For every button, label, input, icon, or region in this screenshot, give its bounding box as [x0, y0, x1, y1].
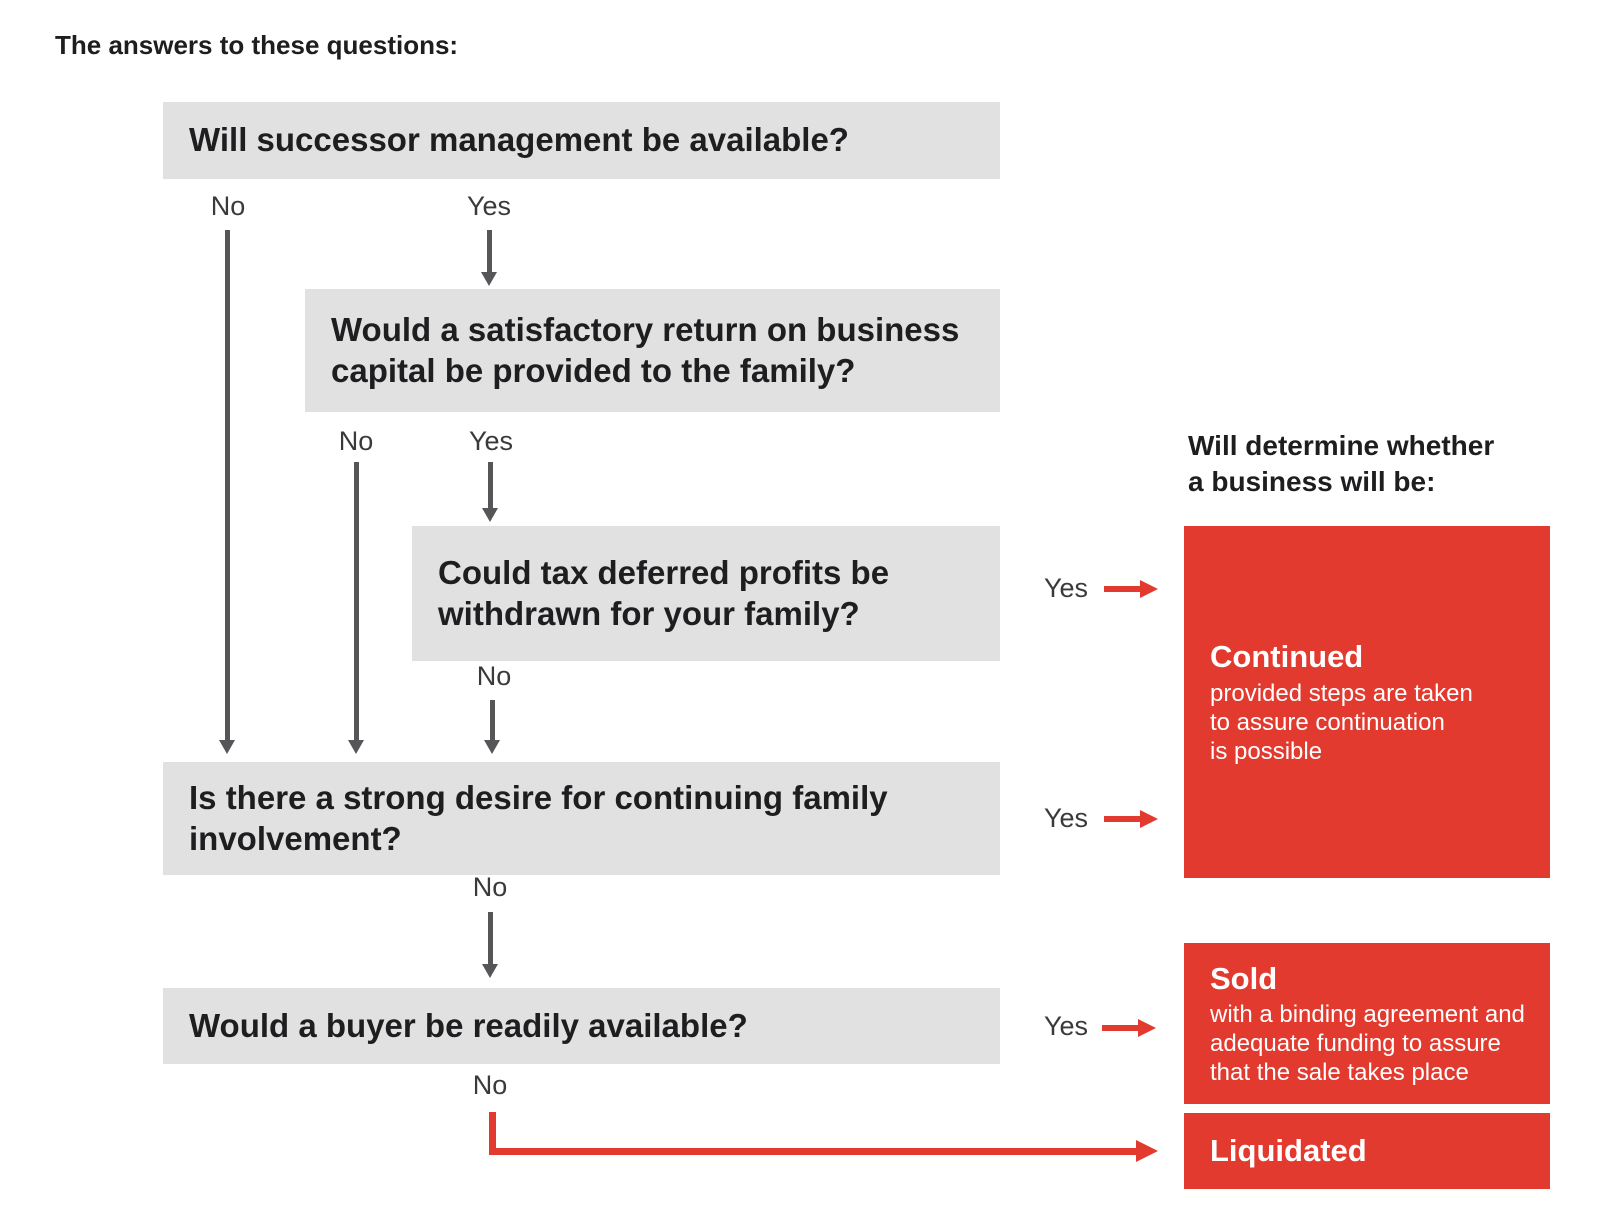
- question-text: Is there a strong desire for continuing …: [189, 779, 888, 857]
- question-box-return-on-capital: Would a satisfactory return on business …: [305, 289, 1000, 412]
- no-arrow-line-q4: [488, 912, 493, 964]
- no-arrow-line-q3: [490, 700, 495, 740]
- label-no-q4: No: [472, 872, 508, 902]
- question-box-tax-deferred-profits: Could tax deferred profits be withdrawn …: [412, 526, 1000, 661]
- outcome-title: Liquidated: [1210, 1132, 1367, 1168]
- yes-arrowhead-q5: [1138, 1019, 1156, 1037]
- question-text: Would a satisfactory return on business …: [331, 311, 960, 389]
- question-box-successor-management: Will successor management be available?: [163, 102, 1000, 179]
- no-arrowhead-q2: [348, 740, 364, 754]
- label-no-q1: No: [210, 191, 246, 221]
- yes-arrowhead-q2: [482, 508, 498, 522]
- no-arrowhead-q3: [484, 740, 500, 754]
- label-yes-q4: Yes: [1043, 803, 1089, 833]
- no-arrowhead-q4: [482, 964, 498, 978]
- yes-arrow-line-q2: [488, 462, 493, 508]
- label-yes-q3: Yes: [1043, 573, 1089, 603]
- question-box-family-involvement: Is there a strong desire for continuing …: [163, 762, 1000, 875]
- question-box-buyer-available: Would a buyer be readily available?: [163, 988, 1000, 1064]
- question-text: Could tax deferred profits be withdrawn …: [438, 554, 890, 632]
- outcome-title: Continued: [1210, 639, 1364, 675]
- no-arrowhead-q1: [219, 740, 235, 754]
- outcome-box-continued: Continued provided steps are taken to as…: [1184, 526, 1550, 878]
- yes-arrow-line-q1: [487, 230, 492, 272]
- outcome-box-liquidated: Liquidated: [1184, 1113, 1550, 1189]
- no-elbow-vertical-q5: [489, 1112, 496, 1155]
- label-no-q3: No: [476, 661, 512, 691]
- yes-arrow-line-q5: [1102, 1025, 1138, 1031]
- outcome-box-sold: Sold with a binding agreement and adequa…: [1184, 943, 1550, 1104]
- question-text: Would a buyer be readily available?: [189, 1006, 748, 1044]
- no-elbow-arrowhead-q5: [1136, 1140, 1158, 1162]
- yes-arrowhead-q3: [1140, 580, 1158, 598]
- outcomes-heading: Will determine whether a business will b…: [1188, 430, 1495, 498]
- no-arrow-line-q2: [354, 462, 359, 740]
- question-text: Will successor management be available?: [189, 121, 849, 159]
- no-arrow-line-q1: [225, 230, 230, 740]
- page-title: The answers to these questions:: [55, 30, 459, 60]
- yes-arrowhead-q1: [481, 272, 497, 286]
- outcome-description: provided steps are taken to assure conti…: [1210, 679, 1473, 765]
- outcome-title: Sold: [1210, 960, 1278, 996]
- no-elbow-horizontal-q5: [489, 1148, 1136, 1155]
- label-yes-q5: Yes: [1043, 1011, 1089, 1041]
- label-no-q2: No: [338, 426, 374, 456]
- outcome-description: with a binding agreement and adequate fu…: [1210, 1001, 1525, 1087]
- yes-arrow-line-q4: [1104, 816, 1140, 822]
- label-no-q5: No: [472, 1070, 508, 1100]
- label-yes-q1: Yes: [466, 191, 512, 221]
- yes-arrow-line-q3: [1104, 586, 1140, 592]
- label-yes-q2: Yes: [468, 426, 514, 456]
- yes-arrowhead-q4: [1140, 810, 1158, 828]
